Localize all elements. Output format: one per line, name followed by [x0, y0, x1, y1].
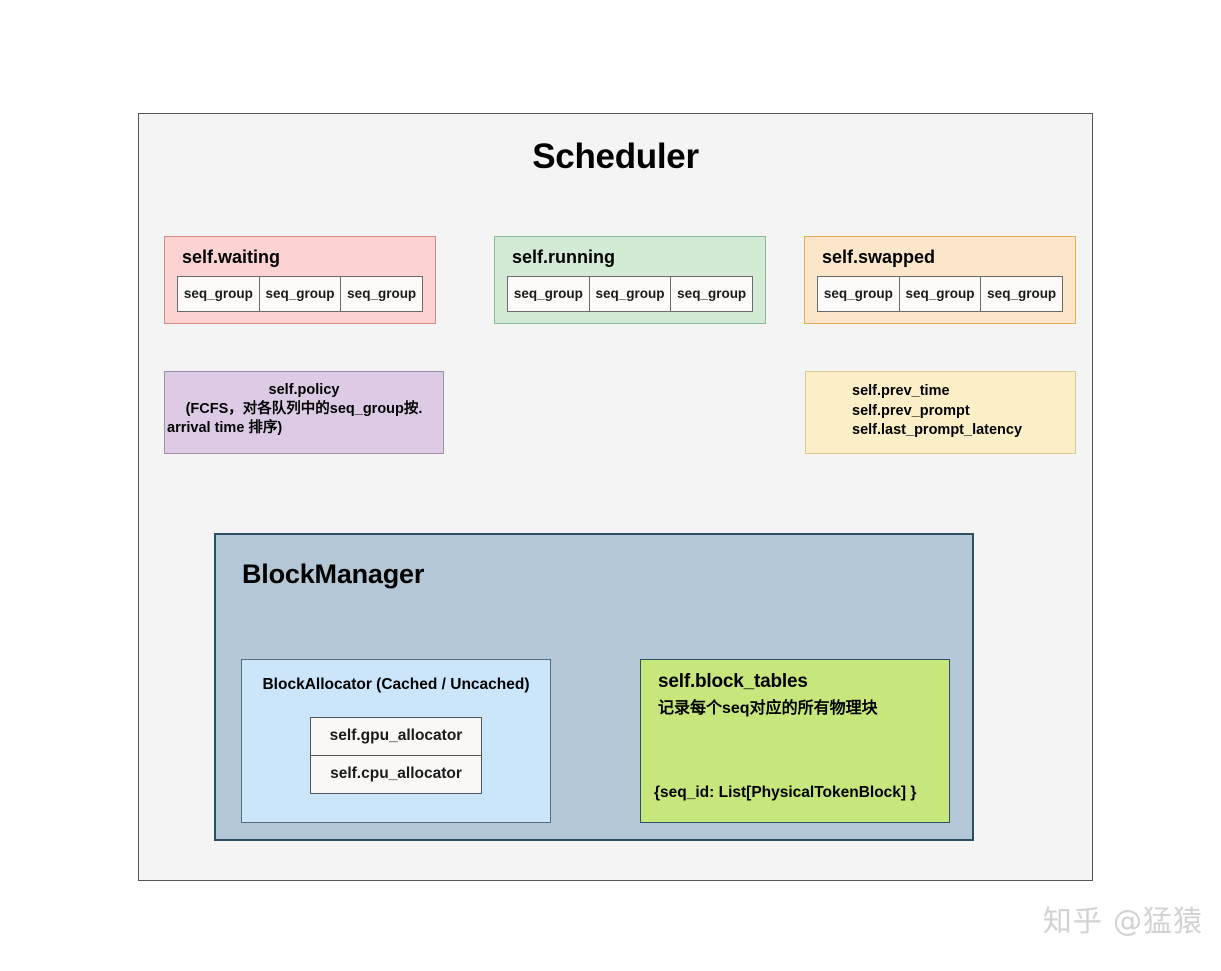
seq-group-cell: seq_group — [340, 276, 424, 312]
queue-box-waiting: self.waiting seq_group seq_group seq_gro… — [164, 236, 436, 324]
cpu-allocator-cell: self.cpu_allocator — [310, 756, 482, 794]
seq-group-cell: seq_group — [507, 276, 590, 312]
queue-label-waiting: self.waiting — [182, 247, 281, 267]
block-tables-title: self.block_tables — [658, 671, 808, 692]
block-tables-subtitle: 记录每个seq对应的所有物理块 — [658, 700, 878, 717]
timing-attribute-line: self.prev_prompt — [852, 402, 970, 419]
seq-group-row-running: seq_group seq_group seq_group — [507, 276, 754, 312]
block-tables-schema: {seq_id: List[PhysicalTokenBlock] } — [654, 784, 917, 801]
scheduler-container: Scheduler self.waiting seq_group seq_gro… — [138, 113, 1093, 881]
seq-group-cell: seq_group — [258, 276, 342, 312]
timing-attribute-line: self.prev_time — [852, 383, 950, 399]
block-manager-container: BlockManager BlockAllocator (Cached / Un… — [214, 533, 974, 841]
allocator-cell-list: self.gpu_allocator self.cpu_allocator — [310, 717, 482, 794]
policy-description-line-1: (FCFS，对各队列中的seq_group按. — [185, 401, 423, 417]
timing-attributes-box: self.prev_time self.prev_prompt self.las… — [805, 371, 1076, 454]
block-allocator-box: BlockAllocator (Cached / Uncached) self.… — [241, 659, 551, 823]
seq-group-cell: seq_group — [898, 276, 982, 312]
queue-label-running: self.running — [512, 247, 615, 267]
seq-group-cell: seq_group — [588, 276, 672, 312]
policy-title: self.policy — [268, 382, 340, 398]
seq-group-cell: seq_group — [817, 276, 900, 312]
block-allocator-title: BlockAllocator (Cached / Uncached) — [262, 676, 530, 693]
timing-attribute-line: self.last_prompt_latency — [852, 422, 1023, 438]
seq-group-row-waiting: seq_group seq_group seq_group — [177, 276, 424, 312]
queue-label-swapped: self.swapped — [822, 247, 936, 267]
seq-group-cell: seq_group — [980, 276, 1064, 312]
gpu-allocator-cell: self.gpu_allocator — [310, 717, 482, 756]
policy-description-line-2: arrival time 排序) — [167, 420, 283, 436]
block-manager-title: BlockManager — [242, 559, 425, 589]
block-tables-box: self.block_tables 记录每个seq对应的所有物理块 {seq_i… — [640, 659, 950, 823]
queue-box-running: self.running seq_group seq_group seq_gro… — [494, 236, 766, 324]
seq-group-cell: seq_group — [177, 276, 260, 312]
seq-group-cell: seq_group — [670, 276, 754, 312]
seq-group-row-swapped: seq_group seq_group seq_group — [817, 276, 1064, 312]
queue-box-swapped: self.swapped seq_group seq_group seq_gro… — [804, 236, 1076, 324]
scheduler-title: Scheduler — [532, 137, 699, 176]
policy-box: self.policy (FCFS，对各队列中的seq_group按. arri… — [164, 371, 444, 454]
watermark: 知乎 @猛猿 — [1042, 904, 1203, 938]
